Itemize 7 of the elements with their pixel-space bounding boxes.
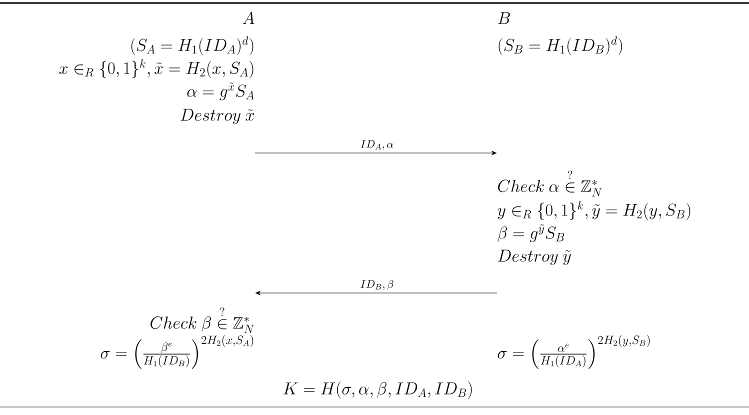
party-column: $A$ $(S_A = H_1(ID_A)^d)$ $x \in_R \{0,1\}^k, \tilde{x} = H_2(x, S_A)$ $\alpha = g^{\tilde{x}} S_A$ $Destroy\ \tilde{x}$ $Check\ \beta \stackrel{?}{\in} \mathbb{Z}_N^*$ $\sigma = \left(\frac{\beta^e}{H_1(ID_B)}\right)^{2H_2(x, S_A)}$ [59, 12, 254, 369]
formula: $K = H(\sigma, \alpha, \beta, ID_A, ID_B)$ [283, 381, 472, 399]
edge-label: $ID_A, \alpha$ [360, 140, 394, 150]
message-arrow [254, 150, 497, 156]
message-arrow [255, 290, 498, 296]
party-column: $B$ $(S_B = H_1(ID_B)^d)$ $Check\ \alpha \stackrel{?}{\in} \mathbb{Z}_N^*$ $y \in_R \{0,1\}^k, \tilde{y} = H_2(y, S_B)$ $\beta = g^{\tilde{y}} S_B$ $Destroy\ \tilde{y}$ $\sigma = \left(\frac{\alpha^e}{H_1(ID_A)}\right)^{2H_2(y, S_B)}$ [498, 12, 690, 369]
edge-label: $ID_B, \beta$ [360, 280, 394, 290]
